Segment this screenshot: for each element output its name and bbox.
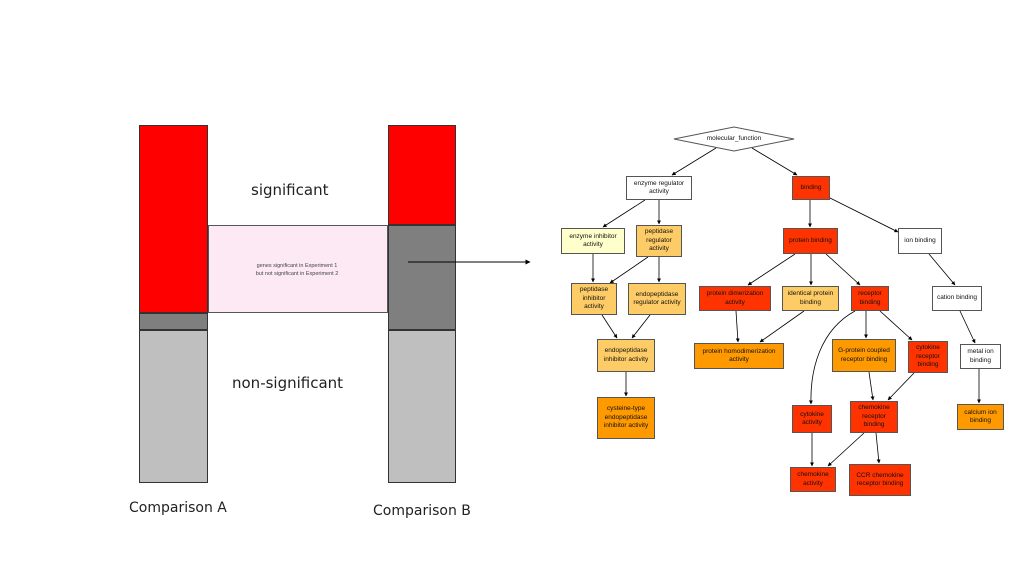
edge-receptor-cytokinerec: [879, 310, 913, 341]
comparison-b-significant-segment: [388, 125, 456, 225]
comparison-a-non-significant-segment: [139, 330, 208, 483]
go-node-label: chemokine activity: [797, 471, 829, 487]
go-node-chemokine-receptor-binding: chemokine receptor binding: [850, 401, 898, 433]
go-node-protein-binding: protein binding: [783, 228, 838, 254]
go-node-label: protein binding: [789, 236, 832, 244]
go-node-calcium-ion-binding: calcium ion binding: [957, 404, 1004, 430]
go-node-label: receptor binding: [858, 290, 882, 306]
go-node-label: G-protein coupled receptor binding: [838, 347, 890, 363]
edge-endoreg-endoinhib: [631, 314, 651, 339]
go-node-label: calcium ion binding: [964, 408, 997, 425]
go-node-enzyme-inhibitor-activity: enzyme inhibitor activity: [561, 228, 625, 254]
go-node-label: protein dimerization activity: [706, 290, 764, 306]
go-node-cation-binding: cation binding: [932, 286, 982, 311]
bridge-band: [208, 225, 388, 313]
go-node-identical-protein-binding: identical protein binding: [782, 286, 839, 311]
go-node-label: protein homodimerization activity: [702, 347, 776, 364]
comparison-a-significant-segment: [139, 125, 208, 313]
go-node-protein-dimerization-activity: protein dimerization activity: [699, 286, 771, 311]
edge-chemorec-chemoactivity: [827, 432, 865, 467]
go-node-cytokine-activity: cytokine activity: [792, 405, 832, 433]
comparison-a-overlap-segment: [139, 313, 208, 330]
edge-receptor-cytokineactivity: [808, 310, 856, 405]
edge-root-binding: [751, 147, 798, 176]
edge-root-enzyme-regulator: [671, 147, 717, 176]
edge-chemorec-ccr: [875, 432, 881, 464]
go-node-label: chemokine receptor binding: [858, 404, 890, 429]
go-node-protein-homodimerization-activity: protein homodimerization activity: [694, 343, 784, 369]
go-node-label: enzyme regulator activity: [633, 179, 685, 196]
edge-enzreg-enzinhib: [602, 199, 646, 228]
go-node-cytokine-receptor-binding: cytokine receptor binding: [908, 341, 948, 373]
go-node-label: enzyme inhibitor activity: [569, 232, 617, 249]
root-node-shape: [673, 126, 795, 152]
go-node-label: CCR chemokine receptor binding: [856, 471, 904, 488]
edge-peptinhib-endoinhib: [601, 314, 618, 339]
edge-dimer-homodimer: [735, 310, 740, 343]
edge-cation-metal: [959, 310, 976, 344]
go-node-label: ion binding: [904, 236, 936, 244]
go-node-receptor-binding: receptor binding: [851, 286, 889, 311]
comparison-b-label: Comparison B: [373, 503, 471, 519]
edge-identical-homodimer: [759, 310, 805, 343]
bridge-note-line-1: genes significant in Experiment 1: [256, 263, 338, 269]
edge-gpcr-chemorec: [868, 371, 875, 401]
go-node-label: cytokine activity: [800, 410, 824, 427]
go-node-ccr-chemokine-receptor-binding: CCR chemokine receptor binding: [849, 464, 911, 496]
go-node-endopeptidase-regulator-activity: endopeptidase regulator activity: [628, 283, 686, 315]
edge-cytokinerec-chemorec: [887, 372, 915, 401]
go-node-molecular-function: molecular_function: [694, 132, 774, 146]
go-node-endopeptidase-inhibitor-activity: endopeptidase inhibitor activity: [597, 339, 655, 372]
edge-protbind-dimer: [747, 253, 796, 286]
comparison-b-non-significant-segment: [388, 330, 456, 483]
bridge-note: genes significant in Experiment 1 but no…: [222, 262, 372, 278]
go-node-label: endopeptidase inhibitor activity: [603, 347, 649, 363]
go-node-label: peptidase regulator activity: [644, 228, 674, 253]
edge-peptreg-peptinhib: [609, 256, 649, 284]
go-node-label: identical protein binding: [787, 290, 834, 306]
go-node-peptidase-regulator-activity: peptidase regulator activity: [636, 225, 682, 257]
bridge-note-line-2: but not significant in Experiment 2: [255, 271, 339, 277]
edge-ion-cation: [928, 253, 956, 286]
edge-protbind-receptor: [825, 253, 861, 286]
go-node-gpcr-binding: G-protein coupled receptor binding: [832, 339, 896, 372]
go-node-label: metal ion binding: [967, 348, 994, 364]
go-node-label: binding: [800, 183, 822, 191]
go-node-ion-binding: ion binding: [898, 228, 942, 254]
comparison-a-label: Comparison A: [129, 500, 227, 516]
go-node-label: cysteine-type endopeptidase inhibitor ac…: [603, 405, 649, 430]
go-node-cysteine-endopeptidase-inhibitor: cysteine-type endopeptidase inhibitor ac…: [597, 397, 655, 439]
go-node-chemokine-activity: chemokine activity: [790, 467, 836, 492]
edge-binding-ion: [827, 196, 899, 233]
significant-label: significant: [251, 181, 329, 199]
go-node-label: cation binding: [936, 294, 978, 302]
go-node-enzyme-regulator-activity: enzyme regulator activity: [626, 176, 692, 200]
go-node-peptidase-inhibitor-activity: peptidase inhibitor activity: [571, 283, 617, 315]
go-node-label: endopeptidase regulator activity: [633, 290, 681, 307]
go-node-label: molecular_function: [706, 134, 762, 142]
go-node-label: peptidase inhibitor activity: [579, 286, 609, 311]
go-node-binding: binding: [792, 176, 830, 200]
go-node-metal-ion-binding: metal ion binding: [960, 344, 1001, 369]
go-node-label: cytokine receptor binding: [916, 344, 940, 369]
non-significant-label: non-significant: [232, 374, 344, 392]
comparison-b-overlap-segment: [388, 225, 456, 330]
